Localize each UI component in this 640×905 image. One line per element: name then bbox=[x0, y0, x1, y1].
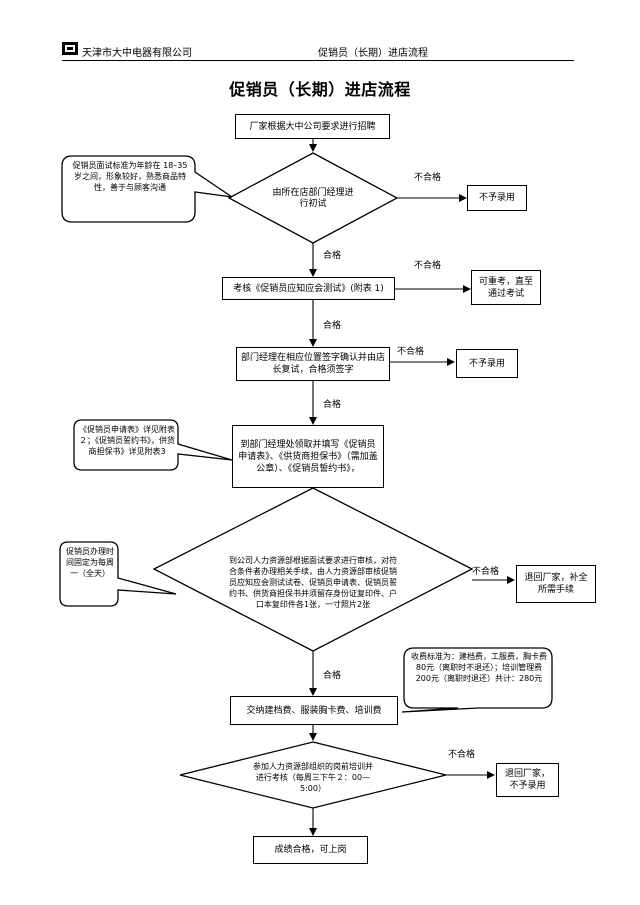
label-test-pass: 合格 bbox=[323, 321, 342, 331]
step-hr-review: 到公司人力资源部根据面试要求进行审核，对符合条件者办理相关手续，由人力资源部审核… bbox=[229, 555, 397, 609]
page-title: 促销员（长期）进店流程 bbox=[229, 80, 411, 99]
outcome-retest: 可重考，直至通过考试 bbox=[471, 270, 541, 305]
step-manager-sign: 部门经理在相应位置签字确认并由店长复试，合格须签字 bbox=[236, 347, 390, 381]
step-recruit: 厂家根据大中公司要求进行招聘 bbox=[235, 114, 390, 139]
step-fees: 交纳建档费、服装胸卡费、培训费 bbox=[230, 696, 398, 725]
page-header: 天津市大中电器有限公司 促销员（长期）进店流程 bbox=[0, 0, 640, 61]
callout-interview-criteria: 促销员面试标准为年龄在 18–35 岁之间，形象较好，熟悉商品特性，善于与顾客沟… bbox=[72, 161, 188, 192]
label-hr-fail: 不合格 bbox=[472, 567, 500, 577]
outcome-return-docs: 退回厂家，补全所需手续 bbox=[516, 565, 596, 603]
step-knowledge-test: 考核《促销员应知应会测试》(附表 1) bbox=[222, 277, 395, 300]
label-hr-pass: 合格 bbox=[323, 671, 342, 681]
callout-hours: 促销员办理时间固定为每周一（全天） bbox=[66, 547, 114, 578]
callout-fee-standard: 收费标准为：建档费，工服费，胸卡费80元（离职时不退还）；培训管理费 200元（… bbox=[411, 652, 547, 683]
label-interview-fail: 不合格 bbox=[414, 173, 442, 183]
label-interview-pass: 合格 bbox=[323, 251, 342, 261]
callout-fees-shape bbox=[401, 647, 553, 713]
label-sign-fail: 不合格 bbox=[397, 347, 425, 357]
outcome-return-reject: 退回厂家，不予录用 bbox=[496, 763, 559, 797]
outcome-reject-sign: 不予录用 bbox=[456, 349, 518, 378]
company-name: 天津市大中电器有限公司 bbox=[82, 48, 192, 59]
header-divider bbox=[62, 60, 574, 61]
outcome-reject-initial: 不予录用 bbox=[467, 185, 527, 211]
callout-hours-shape bbox=[59, 541, 177, 607]
header-doc-title: 促销员（长期）进店流程 bbox=[318, 48, 428, 59]
step-pass-final: 成绩合格，可上岗 bbox=[253, 836, 368, 864]
label-test-fail: 不合格 bbox=[414, 261, 442, 271]
step-initial-interview: 由所在店部门经理进行初试 bbox=[272, 188, 354, 209]
company-logo-icon bbox=[62, 42, 78, 55]
step-training: 参加人力资源部组织的岗前培训并进行考核（每周三下午２：00—5:00） bbox=[253, 761, 373, 793]
label-training-fail: 不合格 bbox=[448, 750, 476, 760]
label-sign-pass: 合格 bbox=[323, 400, 342, 410]
callout-form-refs-shape bbox=[73, 419, 233, 471]
callout-form-refs: 《促销员申请表》详见附表２；《促销员誓约书》，供货商担保书》详见附表3 bbox=[79, 425, 175, 456]
step-fill-forms: 到部门经理处领取并填写《促销员申请表》、《供货商担保书》（需加盖公章）、《促销员… bbox=[232, 425, 384, 488]
callout-interview-shape bbox=[61, 155, 233, 223]
